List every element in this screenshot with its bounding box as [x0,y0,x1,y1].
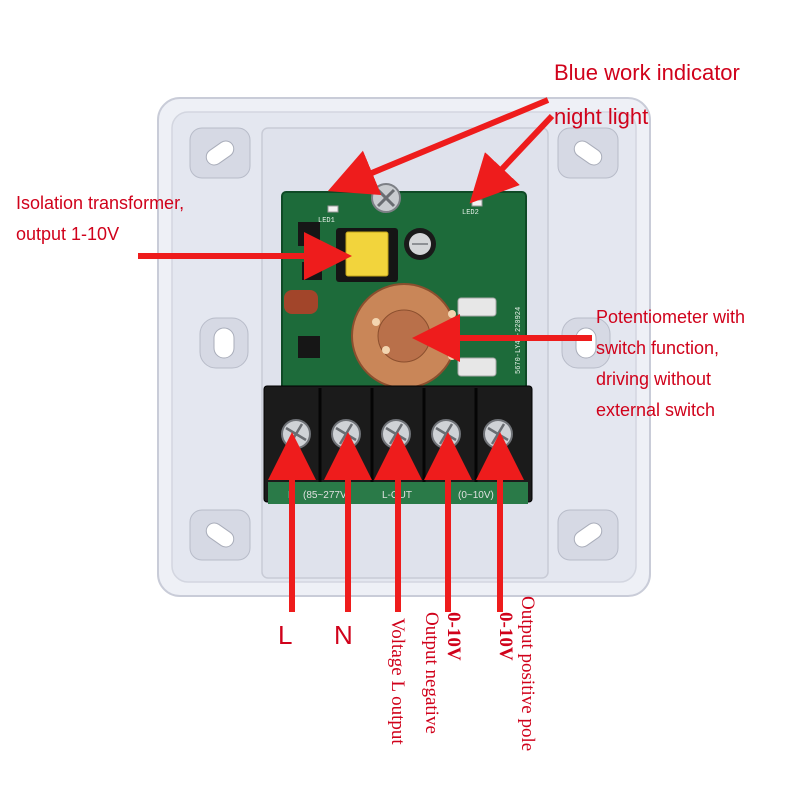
label-pot-line3: driving without [596,369,712,389]
label-neg-range: 0-10V [442,612,464,661]
mounting-slot-br [557,509,619,561]
label-isolation-line2: output 1-10V [16,224,120,244]
led-right-label: LED2 [462,209,479,217]
mounting-slot-ml [199,317,249,369]
label-neg-range-text: 0-10V [443,612,464,661]
label-output-negative: Output negative [420,612,442,792]
label-isolation-transformer: Isolation transformer, output 1-10V [16,188,184,250]
label-terminal-L: L [278,620,293,650]
led-left-label: LED1 [318,217,335,225]
chip-left-top [298,222,320,246]
arrow-blue-indicator [327,97,550,195]
chip-left-mid [302,262,322,280]
terminal-screw-neg [431,419,461,449]
label-output-positive: Output positive pole [516,596,538,751]
label-potentiometer: Potentiometer with switch function, driv… [596,302,745,426]
label-pos-range: 0-10V [494,612,516,661]
mounting-slot-tr [557,127,619,179]
terminal-mark-voltage: (85~277V) [303,490,350,501]
mounting-slot-tl [189,127,251,179]
label-pos-range-text: 0-10V [495,612,516,661]
label-pot-line4: external switch [596,400,716,420]
terminal-screw-LOUT [381,419,411,449]
mounting-slot-bl [189,509,251,561]
led-indicator-left [327,205,339,213]
terminal-screw-pos [483,419,513,449]
label-isolation-line1: Isolation transformer, [16,193,185,213]
led-indicator-right [471,199,483,207]
label-pot-line2: switch function, [596,338,720,358]
label-terminal-N: N [334,620,353,650]
film-capacitor [284,290,318,314]
label-neg-text: Output negative [421,612,442,734]
pcb-screw [371,183,401,213]
terminal-screw-L [281,419,311,449]
isolation-transformer [336,228,398,282]
label-blue-indicator: Blue work indicator [554,60,740,85]
label-night-light: night light [554,104,649,129]
label-voltage-output: Voltage L output [387,618,408,745]
terminal-screw-N [331,419,361,449]
label-pos-text: Output positive pole [517,596,538,752]
chip-left-bottom [298,336,320,358]
electrolytic-capacitor [404,228,436,260]
terminal-mark-range: (0~10V) [458,490,494,501]
label-pot-line1: Potentiometer with [596,307,746,327]
arrow-night-light [469,113,555,204]
